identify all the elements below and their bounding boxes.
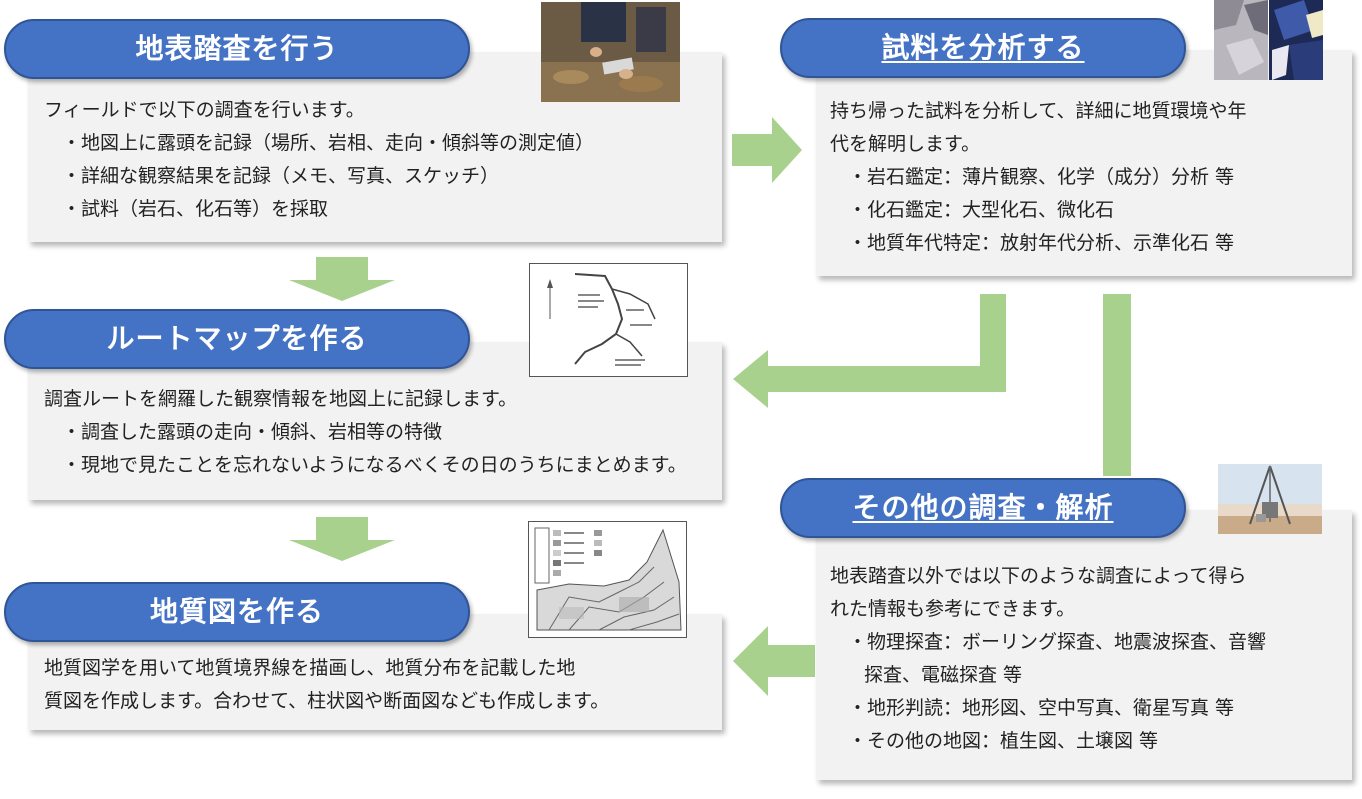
field-photo	[541, 2, 680, 102]
sample-analysis-title: 試料を分析する	[780, 18, 1186, 78]
sample-analysis-box: 持ち帰った試料を分析して、詳細に地質環境や年 代を解明します。 ・岩石鑑定：薄片…	[816, 50, 1352, 276]
drilling-rig-photo	[1218, 464, 1322, 534]
sample-analysis-intro: 持ち帰った試料を分析して、詳細に地質環境や年	[830, 100, 1247, 122]
field-survey-title: 地表踏査を行う	[4, 19, 470, 79]
other-surveys-intro: れた情報も参考にできます。	[830, 598, 1076, 620]
route-map-title: ルートマップを作る	[4, 309, 470, 369]
other-surveys-item-cont: 探査、電磁探査 等	[864, 664, 1023, 686]
route-map-image	[529, 263, 688, 377]
geologic-map-image	[528, 521, 687, 638]
sample-analysis-item: ・岩石鑑定：薄片観察、化学（成分）分析 等	[848, 166, 1235, 188]
sample-analysis-title-text: 試料を分析する	[881, 31, 1085, 64]
geologic-map-text: 地質図学を用いて地質境界線を描画し、地質分布を記載した地	[44, 657, 576, 679]
field-survey-intro: フィールドで以下の調査を行います。	[44, 99, 365, 121]
route-map-item: ・調査した露頭の走向・傾斜、岩相等の特徴	[62, 421, 443, 443]
arrow-down-1	[289, 257, 395, 301]
other-surveys-item: ・その他の地図：植生図、土壌図 等	[848, 730, 1159, 752]
other-surveys-item: ・物理探査：ボーリング探査、地震波探査、音響	[848, 631, 1267, 653]
arrow-left-1	[733, 626, 815, 696]
arrow-down-2	[289, 517, 395, 561]
sample-analysis-item: ・地質年代特定：放射年代分析、示準化石 等	[848, 232, 1235, 254]
thin-section-photos	[1214, 0, 1323, 80]
field-survey-item: ・詳細な観察結果を記録（メモ、写真、スケッチ）	[62, 165, 500, 187]
route-map-item: ・現地で見たことを忘れないようになるべくその日のうちにまとめます。	[62, 454, 687, 476]
other-surveys-box: 地表踏査以外では以下のような調査によって得ら れた情報も参考にできます。 ・物理…	[816, 510, 1352, 780]
geologic-map-text: 質図を作成します。合わせて、柱状図や断面図なども作成します。	[44, 690, 610, 712]
other-surveys-intro: 地表踏査以外では以下のような調査によって得ら	[830, 565, 1247, 587]
field-survey-item: ・地図上に露頭を記録（場所、岩相、走向・傾斜等の測定値）	[62, 132, 595, 154]
other-surveys-item: ・地形判読：地形図、空中写真、衛星写真 等	[848, 697, 1235, 719]
geologic-map-title: 地質図を作る	[4, 582, 470, 642]
arrow-bent-left	[733, 294, 1006, 408]
field-survey-item: ・試料（岩石、化石等）を採取	[62, 198, 329, 220]
sample-analysis-intro: 代を解明します。	[830, 133, 981, 155]
route-map-intro: 調査ルートを網羅した観察情報を地図上に記録します。	[44, 388, 518, 410]
sample-analysis-item: ・化石鑑定：大型化石、微化石	[848, 199, 1115, 221]
connector-vertical	[1103, 294, 1131, 476]
other-surveys-title: その他の調査・解析	[780, 478, 1186, 538]
other-surveys-title-text: その他の調査・解析	[852, 491, 1114, 524]
arrow-right-1	[732, 117, 802, 183]
